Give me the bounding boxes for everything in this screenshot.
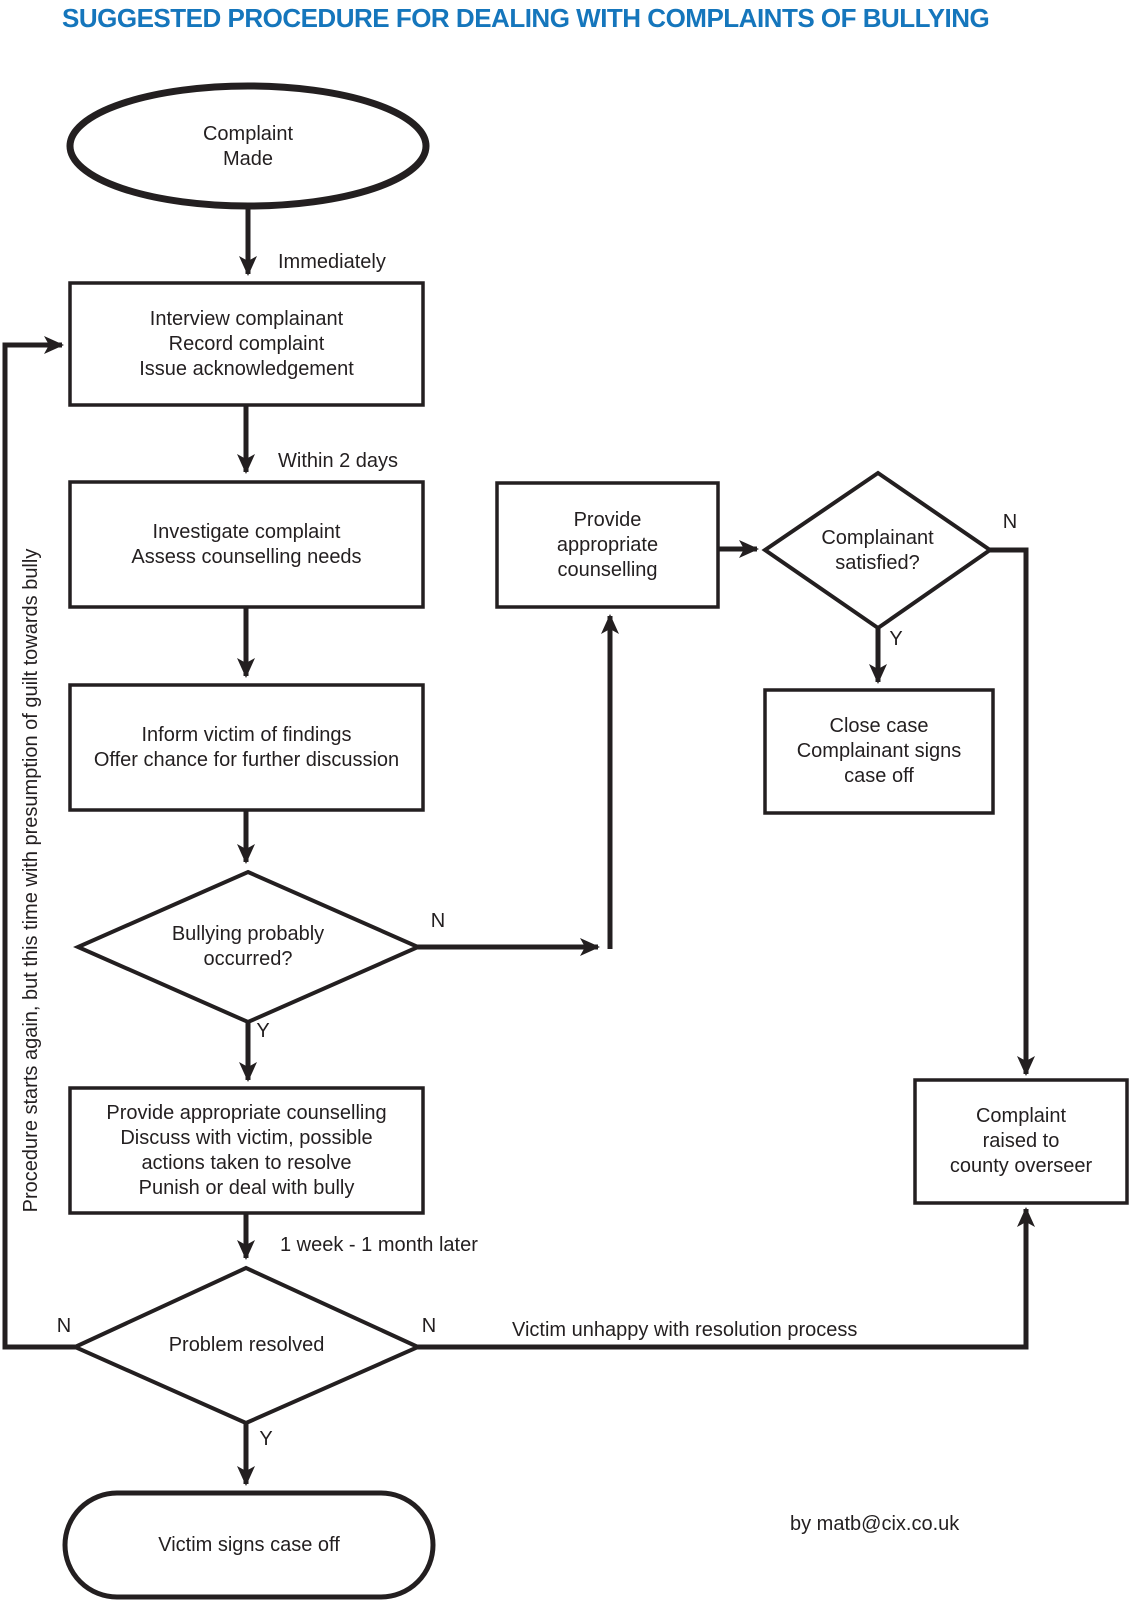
process-provide-counselling xyxy=(495,481,720,609)
provide-counselling-label: Provide appropriate counselling xyxy=(556,508,659,581)
terminator-complaint-made xyxy=(66,82,430,210)
county-overseer-label: Complaint raised to county overseer xyxy=(949,1105,1093,1177)
page-title: SUGGESTED PROCEDURE FOR DEALING WITH COM… xyxy=(62,3,990,33)
start-label: Complaint Made xyxy=(202,123,294,170)
decision-problem-resolved xyxy=(70,1265,423,1426)
terminator-victim-signs xyxy=(62,1490,436,1600)
within-2-days-label: Within 2 days xyxy=(278,450,399,472)
process-interview-complainant xyxy=(68,281,425,407)
bullying-no-tag: N xyxy=(430,910,446,932)
process-counselling-actions xyxy=(68,1086,425,1215)
decision-complainant-satisfied xyxy=(761,470,994,631)
process-investigate-complaint xyxy=(68,480,425,609)
problem-no-right-tag: N xyxy=(421,1315,437,1337)
edge-satisfied-no-to-county xyxy=(988,547,1035,1076)
connectors xyxy=(2,202,1035,1486)
one-week-one-month-label: 1 week - 1 month later xyxy=(280,1234,478,1256)
shapes xyxy=(62,82,1129,1600)
process-inform-victim xyxy=(68,683,425,812)
decision-bullying-occurred xyxy=(73,869,423,1025)
procedure-restart-note: Procedure starts again, but this time wi… xyxy=(19,548,42,1213)
complainant-satisfied-label: Complainant satisfied? xyxy=(821,526,934,574)
investigate-label: Investigate complaint Assess counselling… xyxy=(131,520,362,568)
victim-unhappy-label: Victim unhappy with resolution process xyxy=(512,1319,858,1341)
bullying-yes-tag: Y xyxy=(256,1020,270,1042)
satisfied-yes-tag: Y xyxy=(889,628,903,650)
problem-no-left-tag: N xyxy=(56,1315,72,1337)
victim-signs-label: Victim signs case off xyxy=(158,1533,340,1556)
immediately-label: Immediately xyxy=(278,251,386,273)
interview-label: Interview complainant Record complaint I… xyxy=(139,307,354,380)
edge-problem-no-right-to-county xyxy=(416,1207,1035,1350)
process-close-case xyxy=(763,688,995,815)
process-county-overseer xyxy=(913,1078,1129,1205)
counselling-actions-label: Provide appropriate counselling Discuss … xyxy=(106,1101,387,1199)
attribution-text: by matb@cix.co.uk xyxy=(790,1513,960,1535)
inform-label: Inform victim of findings Offer chance f… xyxy=(93,723,400,771)
bullying-decision-label: Bullying probably occurred? xyxy=(171,923,325,970)
close-case-label: Close case Complainant signs case off xyxy=(796,715,962,787)
problem-yes-tag: Y xyxy=(259,1428,273,1450)
edge-feedback-loop-to-interview xyxy=(2,336,77,1350)
satisfied-no-tag: N xyxy=(1002,511,1018,533)
problem-resolved-label: Problem resolved xyxy=(168,1334,325,1356)
